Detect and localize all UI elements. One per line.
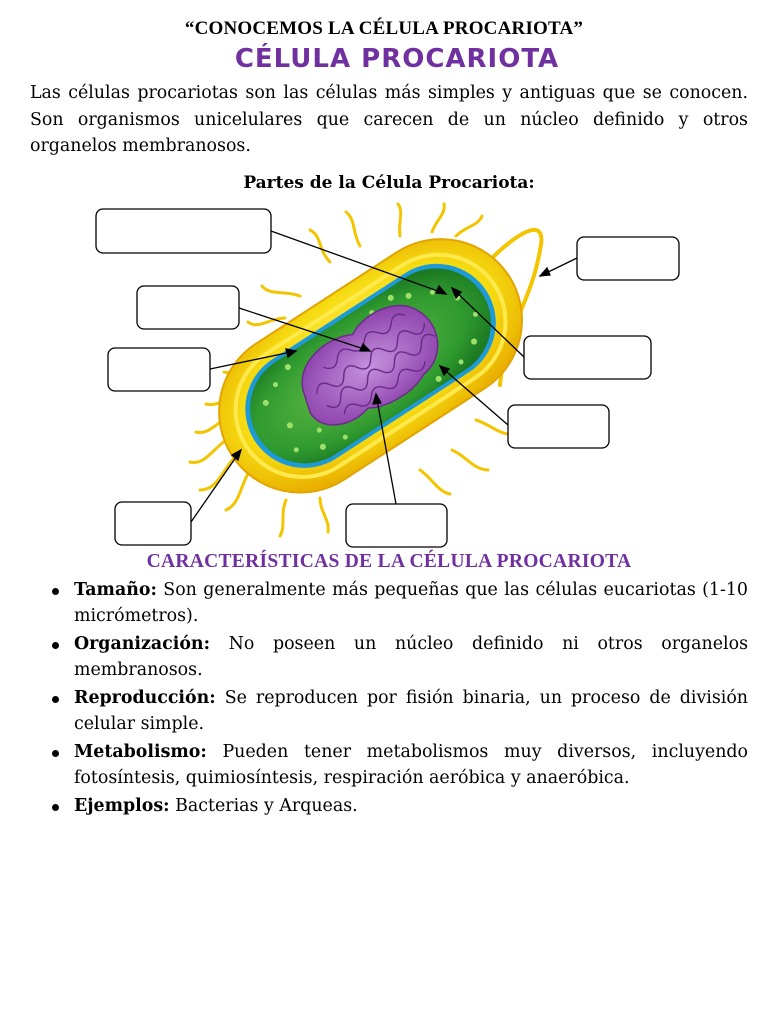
- item-term: Tamaño:: [74, 580, 157, 600]
- diagram-title: Partes de la Célula Procariota:: [243, 173, 535, 193]
- bullet-icon: [52, 750, 59, 757]
- bullet-icon: [52, 588, 59, 595]
- pointer-arrow-8: [438, 364, 509, 426]
- pointer-arrow-4: [190, 448, 243, 523]
- item-text: Son generalmente más pequeñas que las cé…: [74, 580, 748, 626]
- list-item: Metabolismo: Pueden tener metabolismos m…: [50, 739, 748, 791]
- label-box-7[interactable]: [523, 335, 652, 380]
- item-text: No poseen un núcleo definido ni otros or…: [74, 634, 748, 680]
- list-item: Organización: No poseen un núcleo defini…: [50, 631, 748, 683]
- bullet-icon: [52, 804, 59, 811]
- intro-paragraph: Las células procariotas son las células …: [30, 83, 748, 156]
- cell-wall: [233, 252, 508, 479]
- list-item: Tamaño: Son generalmente más pequeñas qu…: [50, 577, 748, 629]
- label-box-5[interactable]: [345, 503, 448, 548]
- label-box-6[interactable]: [576, 236, 680, 281]
- label-box-3[interactable]: [107, 347, 211, 392]
- pointer-arrow-3: [209, 348, 298, 370]
- pointer-arrow-6: [538, 257, 578, 277]
- list-item: Reproducción: Se reproducen por fisión b…: [50, 685, 748, 737]
- item-term: Metabolismo:: [74, 742, 207, 762]
- label-box-2[interactable]: [136, 285, 240, 330]
- prokaryotic-cell-diagram: [95, 202, 680, 548]
- label-box-1[interactable]: [95, 208, 272, 254]
- bullet-icon: [52, 696, 59, 703]
- worksheet-header: “CONOCEMOS LA CÉLULA PROCARIOTA”: [184, 18, 584, 39]
- characteristics-list: Tamaño: Son generalmente más pequeñas qu…: [50, 577, 748, 821]
- item-text: Bacterias y Arqueas.: [169, 796, 358, 816]
- item-term: Organización:: [74, 634, 210, 654]
- pointer-arrow-7: [450, 286, 525, 358]
- ribosomes: [262, 289, 478, 453]
- item-text: Pueden tener metabolismos muy diversos, …: [74, 742, 748, 788]
- pointer-arrow-5: [372, 392, 397, 505]
- dna-coils: [316, 313, 436, 415]
- list-item: Ejemplos: Bacterias y Arqueas.: [50, 793, 748, 819]
- bullet-icon: [52, 642, 59, 649]
- page-title: CÉLULA PROCARIOTA: [234, 44, 560, 74]
- pointer-arrow-2: [238, 307, 372, 352]
- pointer-arrow-1: [270, 230, 448, 295]
- item-text: Se reproducen por fisión binaria, un pro…: [74, 688, 748, 734]
- label-box-4[interactable]: [114, 501, 192, 546]
- label-box-8[interactable]: [507, 404, 610, 449]
- item-term: Ejemplos:: [74, 796, 170, 816]
- characteristics-title: CARACTERÍSTICAS DE LA CÉLULA PROCARIOTA: [146, 551, 632, 572]
- item-term: Reproducción:: [74, 688, 216, 708]
